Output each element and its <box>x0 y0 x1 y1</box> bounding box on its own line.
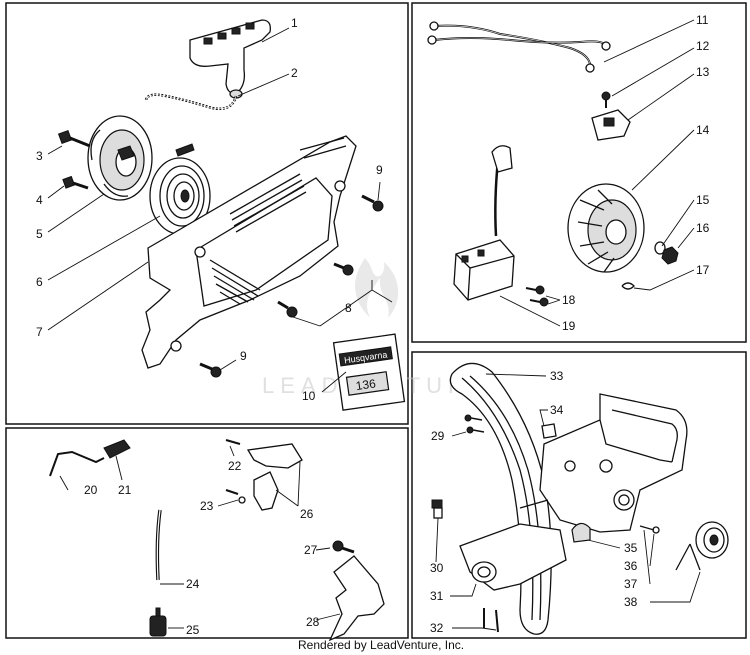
rear-handle <box>519 393 688 533</box>
callout-18: 18 <box>562 293 576 307</box>
bolt-34 <box>541 423 557 439</box>
callout-33: 33 <box>550 369 564 383</box>
callout-20: 20 <box>84 483 98 497</box>
callout-1: 1 <box>291 16 298 30</box>
callout-5: 5 <box>36 227 43 241</box>
screw-18a <box>525 285 545 295</box>
ignition-assembly: 11 12 13 14 15 16 17 18 19 <box>427 13 710 333</box>
callout-34: 34 <box>550 403 564 417</box>
nut-16 <box>661 246 679 265</box>
screw-9b <box>199 362 222 378</box>
callout-38: 38 <box>624 595 638 609</box>
callout-17: 17 <box>696 263 710 277</box>
screw-9a <box>361 194 384 212</box>
starter-pulley <box>87 115 153 201</box>
switch-13 <box>591 109 631 141</box>
screw-12 <box>601 91 611 108</box>
pin-23 <box>225 489 246 504</box>
callout-36: 36 <box>624 559 638 573</box>
screw-27 <box>332 540 355 554</box>
ignition-coil <box>453 145 515 301</box>
fuel-brake-assembly: 20 21 22 23 24 25 26 27 28 <box>49 439 385 642</box>
callout-19: 19 <box>562 319 576 333</box>
callout-29: 29 <box>431 429 445 443</box>
starter-cover <box>141 135 357 369</box>
callout-4: 4 <box>36 193 43 207</box>
handle-assembly: 33 34 29 30 31 32 35 36 37 38 <box>430 362 729 635</box>
front-handle <box>449 362 552 635</box>
callout-13: 13 <box>696 65 710 79</box>
screw-18b <box>529 297 549 307</box>
callout-27: 27 <box>304 543 318 557</box>
screw-29 <box>464 414 485 434</box>
callout-32: 32 <box>430 621 444 635</box>
panel-handle-frame <box>411 351 747 639</box>
fuel-filter <box>149 607 167 637</box>
callout-2: 2 <box>291 66 298 80</box>
callout-22: 22 <box>228 459 242 473</box>
spring-17 <box>621 282 635 290</box>
screw-8b <box>277 300 298 318</box>
starter-handle <box>189 19 271 99</box>
rubber-21 <box>103 439 131 459</box>
bolt-4 <box>62 175 89 190</box>
callout-31: 31 <box>430 589 444 603</box>
lever-28 <box>328 555 385 642</box>
flywheel <box>567 183 645 273</box>
callout-12: 12 <box>696 39 710 53</box>
callout-8: 8 <box>345 301 352 315</box>
cone-35 <box>571 522 591 543</box>
starter-assembly: Husqvarna 136 1 2 3 4 5 6 7 8 9 9 10 <box>36 16 406 411</box>
pin-22 <box>225 439 241 445</box>
footer-credit: Rendered by LeadVenture, Inc. <box>298 638 465 652</box>
screw-32b <box>495 609 499 633</box>
callout-9a: 9 <box>376 163 383 177</box>
callout-37: 37 <box>624 577 638 591</box>
callout-15: 15 <box>696 193 710 207</box>
panel-starter-frame <box>5 2 409 425</box>
bracket-26 <box>246 443 303 469</box>
callout-10: 10 <box>302 389 316 403</box>
callout-23: 23 <box>200 499 214 513</box>
lever-26 <box>253 471 279 511</box>
callout-26: 26 <box>300 507 314 521</box>
decal-model: 136 <box>355 376 377 393</box>
callout-14: 14 <box>696 123 710 137</box>
throttle-rod <box>49 450 105 477</box>
callout-7: 7 <box>36 325 43 339</box>
screw-37 <box>639 525 655 531</box>
callout-21: 21 <box>118 483 132 497</box>
screw-8a <box>333 262 354 276</box>
callout-16: 16 <box>696 221 710 235</box>
wire-harness <box>427 21 611 73</box>
callout-25: 25 <box>186 623 200 637</box>
callout-6: 6 <box>36 275 43 289</box>
callout-11: 11 <box>696 13 709 27</box>
callout-9b: 9 <box>240 349 247 363</box>
panel-ignition-frame <box>411 2 747 343</box>
tank-cap <box>675 521 729 571</box>
callout-35: 35 <box>624 541 638 555</box>
decal: Husqvarna 136 <box>332 333 406 411</box>
bolt-3 <box>57 129 91 148</box>
callout-28: 28 <box>306 615 320 629</box>
panel-fuel-frame <box>5 427 409 639</box>
callout-3: 3 <box>36 149 43 163</box>
buffer-30 <box>431 499 443 519</box>
callout-30: 30 <box>430 561 444 575</box>
handle-bracket <box>459 523 567 591</box>
callout-24: 24 <box>186 577 200 591</box>
rewind-spring <box>149 143 211 235</box>
